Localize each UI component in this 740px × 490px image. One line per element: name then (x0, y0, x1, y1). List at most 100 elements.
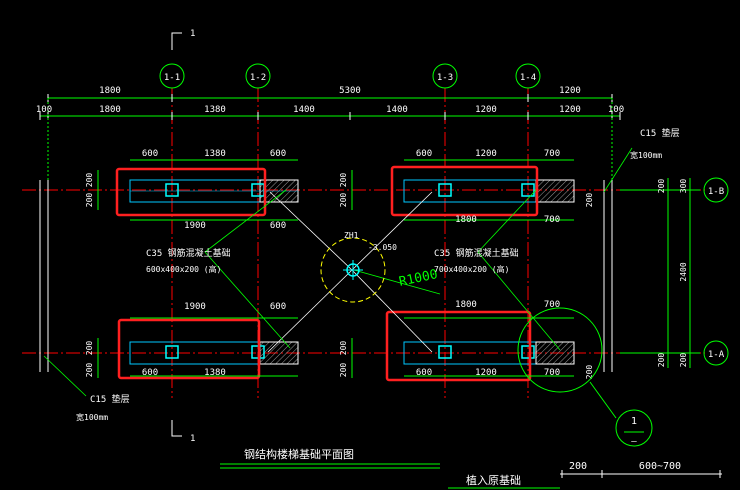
axis-bubble-1-4 (515, 63, 541, 89)
footing-left-label: C35 钢筋混凝土基础 (146, 247, 231, 259)
dim-upper-left-1: 1380 (204, 149, 226, 159)
c15-top-width: 宽100mm (630, 150, 662, 160)
axis-label-1-a: 1-A (708, 350, 725, 360)
dim-upper-left-2: 600 (270, 149, 286, 159)
dim-side-ll-1: 200 (85, 341, 94, 356)
dim-lower-right-bottom-0: 600 (416, 368, 432, 378)
detail-sheet: — (631, 437, 637, 447)
dim-lower-left-bottom-1: 1380 (204, 368, 226, 378)
column-square (438, 345, 452, 359)
dim-upper-right-bottom-1: 700 (544, 215, 560, 225)
dim-row2-1: 1800 (99, 105, 121, 115)
axis-bubble-1-2 (245, 63, 271, 89)
dim-side-r-2: 200 (585, 365, 594, 380)
outline-walls (39, 180, 613, 372)
dim-lower-right-top-0: 1800 (455, 300, 477, 310)
highlight-upper-left (115, 167, 267, 217)
c15-bottom-label: C15 垫层 (90, 393, 130, 405)
dim-right-3: 200 (657, 353, 666, 368)
dim-row2-3: 1400 (293, 105, 315, 115)
dim-row1-2: 1200 (559, 86, 581, 96)
column-square (165, 345, 179, 359)
dim-lower-left-top-1: 600 (270, 302, 286, 312)
dim-upper-left-0: 600 (142, 149, 158, 159)
dim-upper-left-bottom-1: 600 (270, 221, 286, 231)
dim-side-ur-1: 200 (339, 173, 348, 188)
dim-row2-5: 1200 (475, 105, 497, 115)
dim-side-lr-1: 200 (339, 341, 348, 356)
dim-side-ur-2: 200 (339, 193, 348, 208)
dim-row2-6: 1200 (559, 105, 581, 115)
axis-bubble-1-a (703, 340, 729, 366)
embed-title: 植入原基础 (466, 473, 521, 487)
dim-right-2: 2400 (679, 262, 688, 281)
axis-label-1-3: 1-3 (437, 73, 453, 83)
plan-title: 钢结构楼梯基础平面图 (244, 447, 354, 461)
highlight-lower-left (117, 318, 261, 380)
dim-right-1: 300 (679, 179, 688, 194)
axis-label-1-4: 1-4 (520, 73, 536, 83)
detail-number: 1 (631, 416, 637, 427)
stair-column-zh1 (320, 237, 386, 303)
dim-side-ll-2: 200 (85, 363, 94, 378)
dim-row1-0: 1800 (99, 86, 121, 96)
axis-lines (22, 88, 705, 398)
axis-label-1-b: 1-B (708, 187, 724, 197)
axis-bubble-1-b (703, 177, 729, 203)
dim-side-ul-2: 200 (85, 193, 94, 208)
axis-bubble-1-3 (432, 63, 458, 89)
highlight-lower-right (385, 310, 532, 382)
column-square (438, 183, 452, 197)
dim-row1-1: 5300 (339, 86, 361, 96)
dim-upper-right-2: 700 (544, 149, 560, 159)
scale-200: 200 (569, 461, 587, 472)
detail-bubble (615, 409, 653, 447)
footing-upper-right (403, 179, 575, 203)
section-mark-bottom-label: 1 (190, 434, 195, 444)
axis-bubbles (159, 63, 729, 366)
scale-range: 600~700 (639, 461, 681, 472)
dim-right-0: 200 (657, 179, 666, 194)
dim-lower-left-top-0: 1900 (184, 302, 206, 312)
dim-right-4: 200 (679, 353, 688, 368)
dim-row2-7: 100 (608, 105, 624, 115)
dimension-chains-top (39, 94, 621, 186)
elevation-label: -3.050 (368, 243, 397, 252)
dim-row2-0: 100 (36, 105, 52, 115)
column-square (165, 183, 179, 197)
dim-upper-right-bottom-0: 1800 (455, 215, 477, 225)
dim-row2-2: 1380 (204, 105, 226, 115)
section-mark-top-label: 1 (190, 29, 195, 39)
column-square (521, 183, 535, 197)
c15-bottom-width: 宽100mm (76, 412, 108, 422)
dim-row2-4: 1400 (386, 105, 408, 115)
section-marker-top: 1 (171, 29, 195, 50)
dim-lower-right-bottom-1: 1200 (475, 368, 497, 378)
dim-upper-right-0: 600 (416, 149, 432, 159)
axis-label-1-1: 1-1 (164, 73, 180, 83)
dim-side-r-1: 200 (585, 193, 594, 208)
dim-lower-right-bottom-2: 700 (544, 368, 560, 378)
footing-right-label: C35 钢筋混凝土基础 (434, 247, 519, 259)
detail-callout (517, 307, 653, 447)
axis-bubble-1-1 (159, 63, 185, 89)
axis-label-1-2: 1-2 (250, 73, 266, 83)
c15-top-label: C15 垫层 (640, 127, 680, 139)
footing-upper-left (129, 179, 299, 203)
section-marker-bottom: 1 (171, 420, 195, 444)
dim-upper-right-1: 1200 (475, 149, 497, 159)
footing-left-size: 600x400x200 (高) (146, 264, 221, 274)
dim-lower-left-bottom-0: 600 (142, 368, 158, 378)
dim-upper-left-bottom-0: 1900 (184, 221, 206, 231)
dim-side-lr-2: 200 (339, 363, 348, 378)
radius-label: R1000 (398, 267, 439, 290)
footing-lower-left (129, 341, 299, 365)
highlight-boxes (115, 165, 539, 382)
dim-lower-right-top-1: 700 (544, 300, 560, 310)
footing-right-size: 700x400x200 (高) (434, 264, 509, 274)
highlight-upper-right (390, 165, 539, 217)
footing-lower-right (403, 341, 575, 365)
column-square (521, 345, 535, 359)
dim-side-ul-1: 200 (85, 173, 94, 188)
